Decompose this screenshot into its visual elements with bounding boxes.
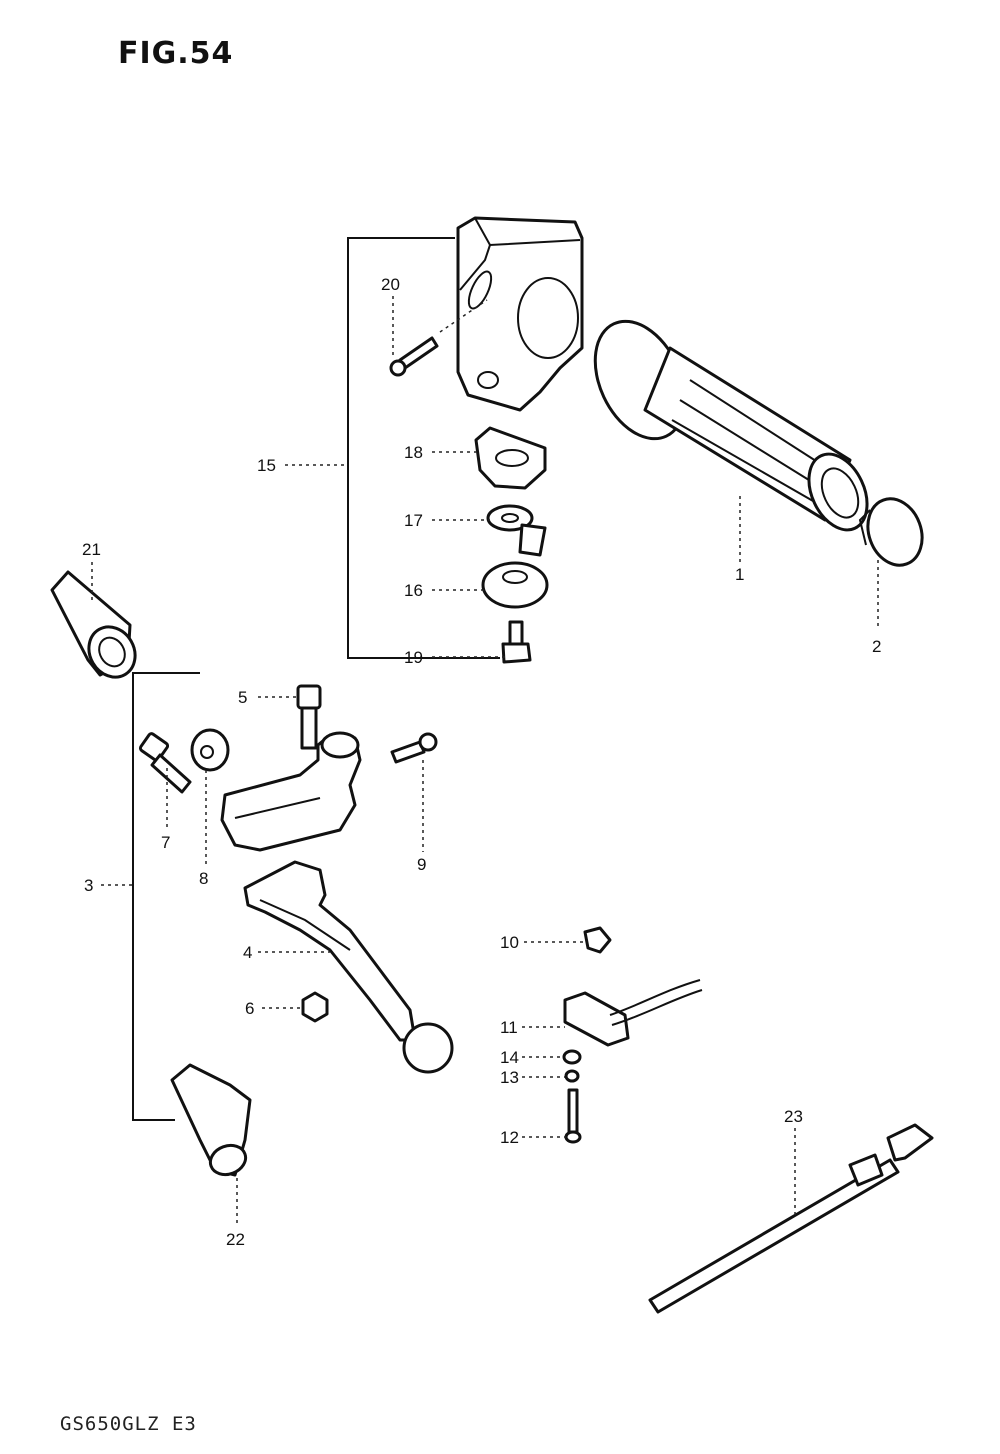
grip-end-cap-2 — [858, 497, 924, 567]
callout-14: 14 — [500, 1048, 519, 1067]
callout-16: 16 — [404, 581, 423, 600]
callout-12: 12 — [500, 1128, 519, 1147]
group-bracket-15 — [347, 237, 500, 659]
clutch-switch-11 — [563, 979, 703, 1047]
bolt-5 — [296, 684, 322, 750]
collar-8 — [190, 728, 230, 772]
bolt-19 — [501, 620, 532, 664]
group-bracket-3 — [132, 672, 200, 1121]
cable-tie-23 — [648, 1123, 934, 1314]
callout-7: 7 — [161, 833, 170, 852]
callout-23: 23 — [784, 1107, 803, 1126]
callout-3: 3 — [84, 876, 93, 895]
handlebar-grip-1 — [593, 319, 869, 532]
throttle-part-16 — [481, 561, 549, 609]
callout-13: 13 — [500, 1068, 519, 1087]
callout-19: 19 — [404, 648, 423, 667]
callout-4: 4 — [243, 943, 252, 962]
switch-housing — [456, 216, 584, 412]
callout-11: 11 — [500, 1018, 518, 1037]
bolt-7 — [138, 732, 192, 794]
clutch-lever-holder — [220, 731, 362, 852]
washer-13 — [564, 1069, 580, 1083]
callout-8: 8 — [199, 869, 208, 888]
callout-9: 9 — [417, 855, 426, 874]
callout-21: 21 — [82, 540, 101, 559]
washer-14 — [562, 1049, 582, 1065]
callout-10: 10 — [500, 933, 519, 952]
screw-9 — [390, 732, 438, 764]
callout-20: 20 — [381, 275, 400, 294]
boot-22 — [170, 1063, 252, 1177]
model-code: GS650GLZ E3 — [60, 1413, 197, 1435]
callout-5: 5 — [238, 688, 247, 707]
clip-10 — [583, 926, 612, 954]
nut-6 — [301, 991, 329, 1023]
callout-17: 17 — [404, 511, 423, 530]
leader-lines — [91, 296, 879, 1225]
clutch-lever-4 — [243, 860, 454, 1074]
callout-2: 2 — [872, 637, 881, 656]
screw-20 — [389, 299, 488, 377]
screw-12 — [564, 1088, 582, 1144]
callout-18: 18 — [404, 443, 423, 462]
callout-6: 6 — [245, 999, 254, 1018]
callout-1: 1 — [735, 565, 744, 584]
callout-22: 22 — [226, 1230, 245, 1249]
boot-21 — [50, 570, 137, 679]
throttle-part-18 — [474, 426, 547, 490]
washer-17 — [486, 504, 547, 557]
callout-15: 15 — [257, 456, 276, 475]
figure-title: FIG.54 — [118, 36, 234, 71]
